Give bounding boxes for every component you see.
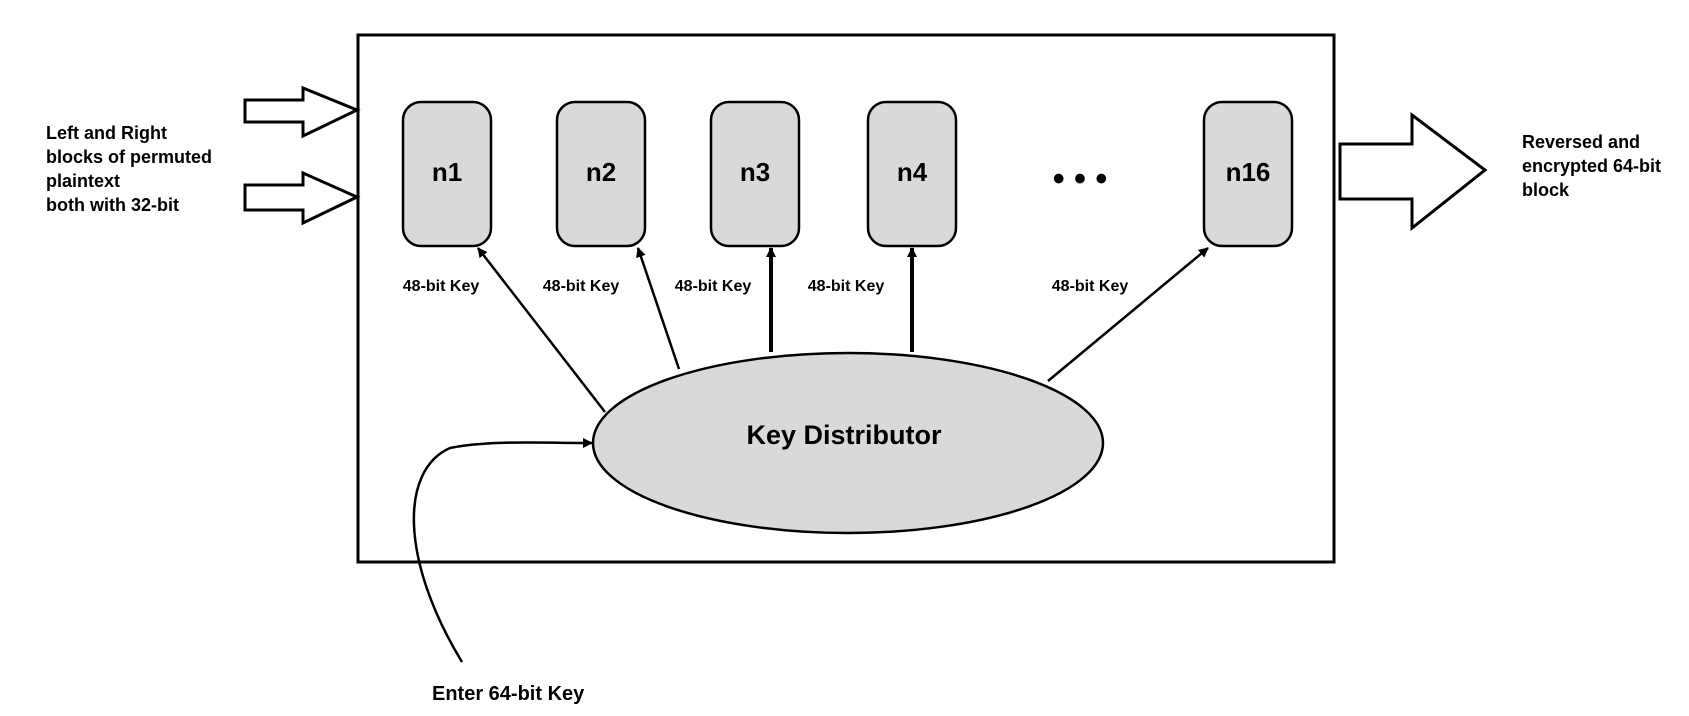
key-distributor-label: Key Distributor [746, 420, 942, 450]
round-label-n16: n16 [1226, 157, 1271, 187]
ellipsis: • • • [1053, 160, 1108, 198]
round-box-n16 [1202, 100, 1294, 248]
output-description-line-1: Reversed and [1522, 132, 1641, 152]
key-label-1: 48-bit Key [403, 278, 480, 295]
output-description: Reversed and encrypted 64-bit block [1522, 130, 1661, 202]
enter-key-label: Enter 64-bit Key [432, 683, 585, 705]
key-label-5: 48-bit Key [1052, 278, 1129, 295]
round-label-n4: n4 [897, 157, 928, 187]
key-label-2: 48-bit Key [543, 278, 620, 295]
round-box-n1 [401, 100, 493, 248]
round-label-n3: n3 [740, 157, 770, 187]
output-description-line-2: encrypted 64-bit [1522, 156, 1662, 176]
key-label-3: 48-bit Key [675, 278, 752, 295]
round-label-n1: n1 [432, 157, 462, 187]
enter-key-arrow [412, 437, 593, 663]
input-description-line-3: plaintext [46, 171, 121, 191]
input-arrow-right-block [243, 170, 361, 226]
round-box-n3 [709, 100, 801, 248]
key-arrow-n1 [477, 247, 606, 413]
key-distributor-ellipse [591, 351, 1105, 535]
input-description-line-4: both with 32-bit [46, 195, 179, 215]
round-label-n2: n2 [586, 157, 616, 187]
input-description-line-1: Left and Right [46, 123, 167, 143]
input-arrow-left-block [243, 85, 361, 139]
key-label-4: 48-bit Key [808, 278, 885, 295]
key-arrow-n16 [1047, 247, 1209, 382]
key-arrow-n2 [636, 247, 681, 370]
output-description-line-3: block [1522, 180, 1570, 200]
round-box-n2 [555, 100, 647, 248]
round-box-n4 [866, 100, 958, 248]
input-description-line-2: blocks of permuted [46, 147, 213, 167]
input-description: Left and Right blocks of permuted plaint… [46, 121, 212, 217]
output-arrow [1338, 111, 1488, 232]
